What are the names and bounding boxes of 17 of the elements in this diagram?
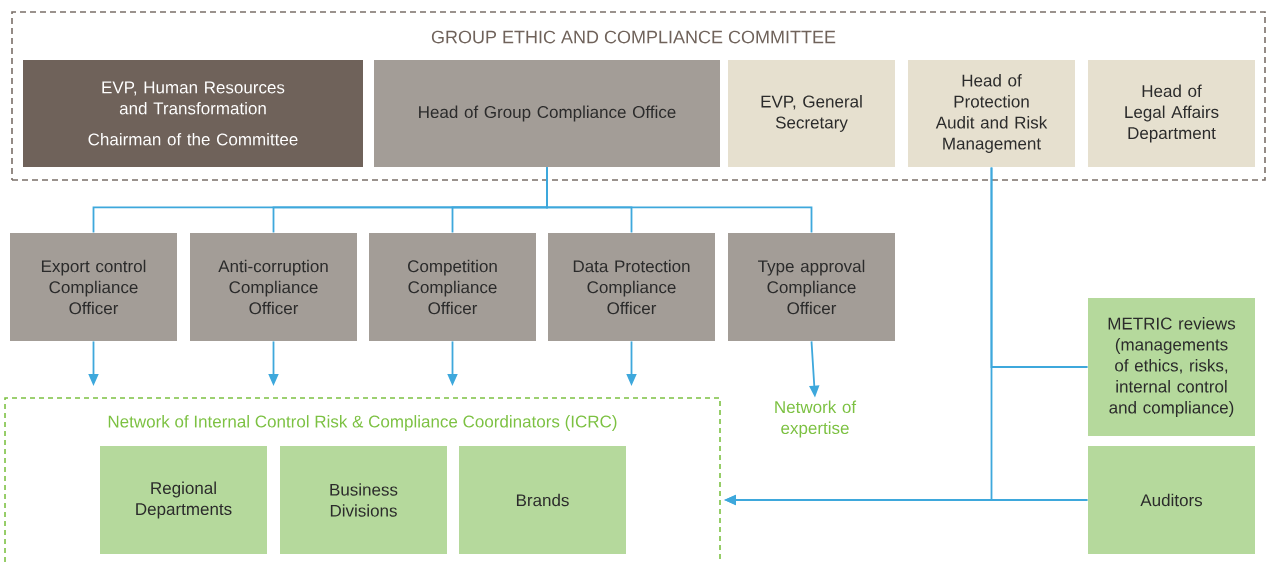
unit-box: Auditors (1088, 446, 1255, 554)
unit-box: METRIC reviews (managements of ethics, risks, internal control and compliance) (1088, 298, 1255, 436)
unit-box: Brands (459, 446, 626, 554)
unit-box: Regional Departments (100, 446, 267, 554)
member-box: EVP, General Secretary (728, 60, 895, 167)
network-label: Network of expertise (775, 400, 857, 438)
member-box: Head of Protection Audit and Risk Management (908, 60, 1075, 167)
member-box: Head of Legal Affairs Department (1088, 60, 1255, 167)
role-box: Head of Group Compliance Office (374, 60, 720, 167)
role-box: Type approval Compliance Officer (728, 233, 895, 341)
unit-box: Business Divisions (280, 446, 447, 554)
chair-box: EVP, Human Resources and Transformation Chairman of the Committee (23, 60, 363, 167)
role-box: Anti-corruption Compliance Officer (190, 233, 357, 341)
role-box: Data Protection Compliance Officer (548, 233, 715, 341)
role-box: Export control Compliance Officer (10, 233, 177, 341)
connector (546, 166, 813, 234)
role-box: Competition Compliance Officer (369, 233, 536, 341)
